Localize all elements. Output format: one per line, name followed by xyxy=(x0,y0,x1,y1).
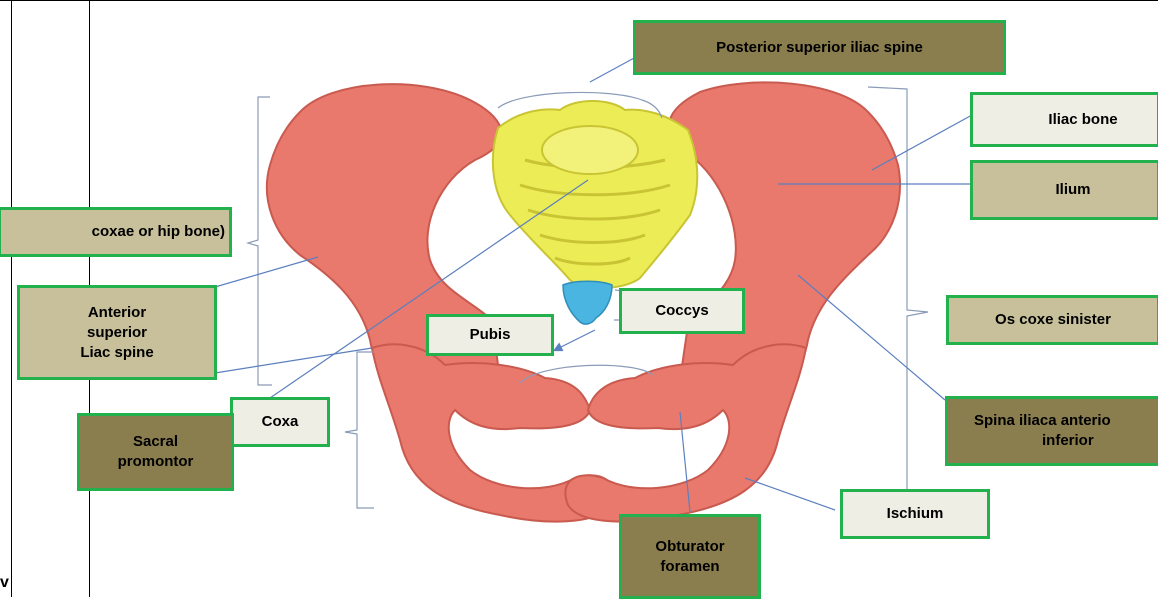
label-os-coxae: coxae or hip bone) xyxy=(0,207,232,257)
label-text: Coxa xyxy=(258,412,303,432)
label-text: Posterior superior iliac spine xyxy=(712,38,927,58)
label-line: inferior xyxy=(948,431,1098,451)
label-sacral-promontor: Sacral promontor xyxy=(77,413,234,491)
label-line: foramen xyxy=(656,557,723,577)
label-line: superior xyxy=(83,323,151,343)
label-text: Pubis xyxy=(466,325,515,345)
label-obturator-foramen: Obturator foramen xyxy=(619,514,761,599)
label-os-coxe-sinister: Os coxe sinister xyxy=(946,295,1158,345)
sacrum xyxy=(493,101,697,288)
label-text: Ischium xyxy=(883,504,948,524)
label-line: Spina iliaca anterio xyxy=(948,411,1115,431)
label-spina-iliaca-anterior-inferior: Spina iliaca anterio inferior xyxy=(945,396,1158,466)
label-ilium: Ilium xyxy=(970,160,1158,220)
label-line: Sacral xyxy=(129,432,182,452)
label-posterior-superior-iliac-spine: Posterior superior iliac spine xyxy=(633,20,1006,75)
label-pubis: Pubis xyxy=(426,314,554,356)
label-text: coxae or hip bone) xyxy=(88,222,229,242)
label-anterior-superior-iliac-spine: Anterior superior Liac spine xyxy=(17,285,217,380)
label-text: Coccys xyxy=(651,301,712,321)
label-line: Liac spine xyxy=(76,343,157,363)
coccyx xyxy=(563,281,612,324)
label-text: Os coxe sinister xyxy=(991,310,1115,330)
label-line: Anterior xyxy=(84,303,150,323)
label-text: Iliac bone xyxy=(1008,110,1121,130)
label-line: promontor xyxy=(114,452,198,472)
label-ischium: Ischium xyxy=(840,489,990,539)
label-coccys: Coccys xyxy=(619,288,745,334)
label-coxa: Coxa xyxy=(230,397,330,447)
label-line: Obturator xyxy=(651,537,728,557)
label-text: Ilium xyxy=(1035,180,1094,200)
label-iliac-bone: Iliac bone xyxy=(970,92,1158,147)
